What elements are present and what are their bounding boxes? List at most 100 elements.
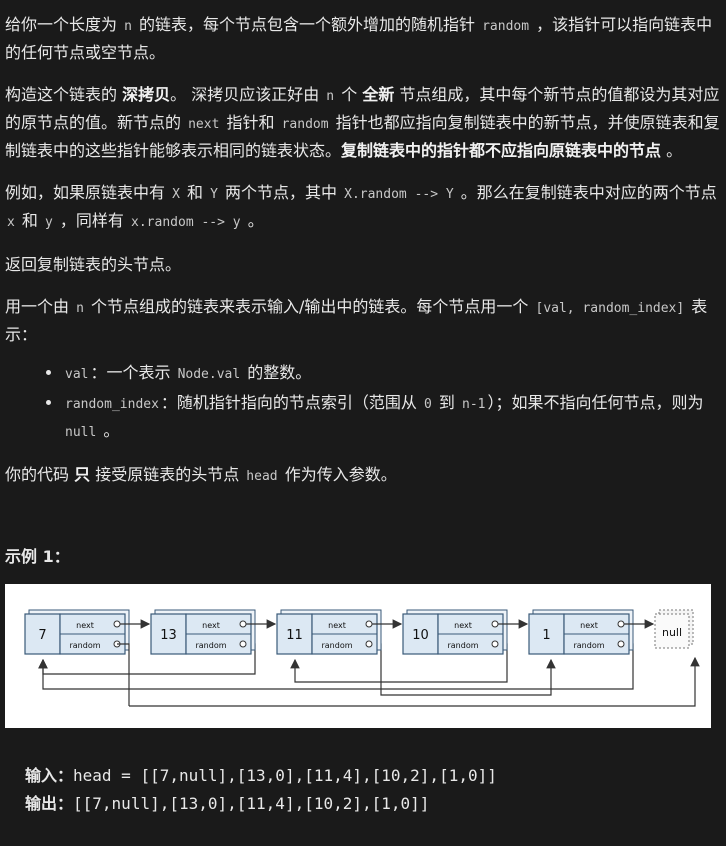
paragraph-input-param: 你的代码 只 接受原链表的头节点 head 作为传入参数。: [5, 462, 721, 490]
text: 接受原链表的头节点: [90, 465, 245, 484]
text: 指针和: [221, 113, 280, 132]
inline-code: n: [124, 19, 132, 34]
text: 。: [661, 141, 683, 160]
linked-list-svg: 7 next random 13 next random 11 next random 10 nex…: [24, 609, 700, 707]
random-port: [617, 640, 625, 648]
next-label: next: [202, 621, 220, 630]
node-value: 13: [160, 628, 177, 643]
random-pointer-line: [129, 656, 700, 707]
text: 。: [242, 211, 264, 230]
text: ，同样有: [54, 211, 130, 230]
text: ）；如果不指向任何节点，则为: [487, 393, 704, 412]
random-label: random: [195, 641, 226, 650]
random-label: random: [69, 641, 100, 650]
inline-code: y: [45, 215, 53, 230]
text: 你的代码: [5, 465, 75, 484]
input-label: 输入：: [25, 766, 74, 785]
text: 例如，如果原链表中有: [5, 183, 171, 202]
inline-code: null: [65, 425, 97, 440]
next-label: next: [328, 621, 346, 630]
node-value-box: [528, 613, 565, 655]
paragraph-return: 返回复制链表的头节点。: [5, 252, 721, 278]
list-item: random_index：随机指针指向的节点索引（范围从 0 到 n-1）；如果…: [63, 390, 721, 446]
next-port: [491, 620, 499, 628]
next-port: [365, 620, 373, 628]
text: 节点组成，其中每个新节点的值都设为其对应的原节点的值。新节点的: [5, 85, 720, 132]
next-port: [239, 620, 247, 628]
node-value: 11: [286, 628, 303, 643]
text: 和: [181, 183, 209, 202]
paragraph-intro: 给你一个长度为 n 的链表，每个节点包含一个额外增加的随机指针 random ，…: [5, 12, 721, 66]
random-port: [365, 640, 373, 648]
inline-code: random: [281, 117, 329, 132]
output-label: 输出：: [25, 794, 74, 813]
example-title: 示例 1：: [5, 547, 70, 566]
text: 表示：: [5, 297, 708, 344]
inline-code: head: [246, 469, 278, 484]
paragraph-deep-copy: 构造这个链表的 深拷贝。 深拷贝应该正好由 n 个 全新 节点组成，其中每个新节…: [5, 82, 721, 164]
text: 。: [98, 421, 120, 440]
example-io: 输入：head = [[7,null],[13,0],[11,4],[10,2]…: [5, 762, 721, 818]
inline-code: x: [7, 215, 15, 230]
random-label: random: [573, 641, 604, 650]
text: 个: [336, 85, 363, 104]
node-value-box: [24, 613, 61, 655]
inline-code: val: [65, 367, 89, 382]
paragraph-representation: 用一个由 n 个节点组成的链表来表示输入/输出中的链表。每个节点用一个 [val…: [5, 294, 721, 348]
bold-text: 全新: [362, 85, 395, 104]
random-port: [491, 640, 499, 648]
bold-text: 复制链表中的指针都不应指向原链表中的节点: [341, 141, 662, 160]
list-item: val：一个表示 Node.val 的整数。: [63, 360, 721, 388]
text: 作为传入参数。: [279, 465, 397, 484]
random-label: random: [447, 641, 478, 650]
null-label: null: [662, 626, 682, 639]
inline-code: next: [188, 117, 220, 132]
inline-code: 0: [424, 397, 432, 412]
next-port: [617, 620, 625, 628]
text: ，该指针可以指向链表中的任何节点或空节点。: [5, 15, 713, 62]
text: 两个节点，其中: [219, 183, 343, 202]
next-label: next: [76, 621, 94, 630]
inline-code: X: [172, 187, 180, 202]
node-value-box: [150, 613, 187, 655]
inline-code: Y: [210, 187, 218, 202]
text: 到: [433, 393, 461, 412]
inline-code: n: [326, 89, 335, 104]
null-box: [654, 613, 690, 649]
text: ：随机指针指向的节点索引（范围从: [160, 393, 423, 412]
inline-code: x.random --> y: [131, 215, 241, 230]
next-label: next: [454, 621, 472, 630]
inline-code: n: [76, 301, 84, 316]
node-value: 1: [542, 628, 550, 643]
output-value: [[7,null],[13,0],[11,4],[10,2],[1,0]]: [73, 794, 430, 813]
input-value: head = [[7,null],[13,0],[11,4],[10,2],[1…: [73, 766, 497, 785]
random-pointer-line: [117, 643, 130, 706]
inline-code: random_index: [65, 397, 159, 412]
next-label: next: [580, 621, 598, 630]
inline-code: [val, random_index]: [535, 301, 685, 316]
field-list: val：一个表示 Node.val 的整数。 random_index：随机指针…: [5, 360, 721, 446]
linked-list-diagram: 7 next random 13 next random 11 next random 10 nex…: [5, 584, 711, 728]
text: 返回复制链表的头节点。: [5, 255, 182, 274]
inline-code: Node.val: [177, 367, 241, 382]
node-value: 10: [412, 628, 429, 643]
text: 的链表，每个节点包含一个额外增加的随机指针: [133, 15, 481, 34]
example-output: 输出：[[7,null],[13,0],[11,4],[10,2],[1,0]]: [25, 790, 721, 818]
text: 给你一个长度为: [5, 15, 123, 34]
text: 构造这个链表的: [5, 85, 123, 104]
bold-text: 只: [74, 465, 91, 484]
node-value: 7: [38, 628, 46, 643]
bold-text: 深拷贝: [122, 85, 171, 104]
text: 。 深拷贝应该正好由: [170, 85, 325, 104]
text: 个节点组成的链表来表示输入/输出中的链表。每个节点用一个: [85, 297, 534, 316]
text: 。那么在复制链表中对应的两个节点: [455, 183, 717, 202]
problem-description: 给你一个长度为 n 的链表，每个节点包含一个额外增加的随机指针 random ，…: [0, 0, 726, 818]
text: 和: [16, 211, 44, 230]
example-input: 输入：head = [[7,null],[13,0],[11,4],[10,2]…: [25, 762, 721, 790]
node-value-box: [402, 613, 439, 655]
random-label: random: [321, 641, 352, 650]
inline-code: random: [482, 19, 530, 34]
next-port: [113, 620, 121, 628]
text: ：一个表示: [90, 363, 176, 382]
inline-code: X.random --> Y: [344, 187, 454, 202]
